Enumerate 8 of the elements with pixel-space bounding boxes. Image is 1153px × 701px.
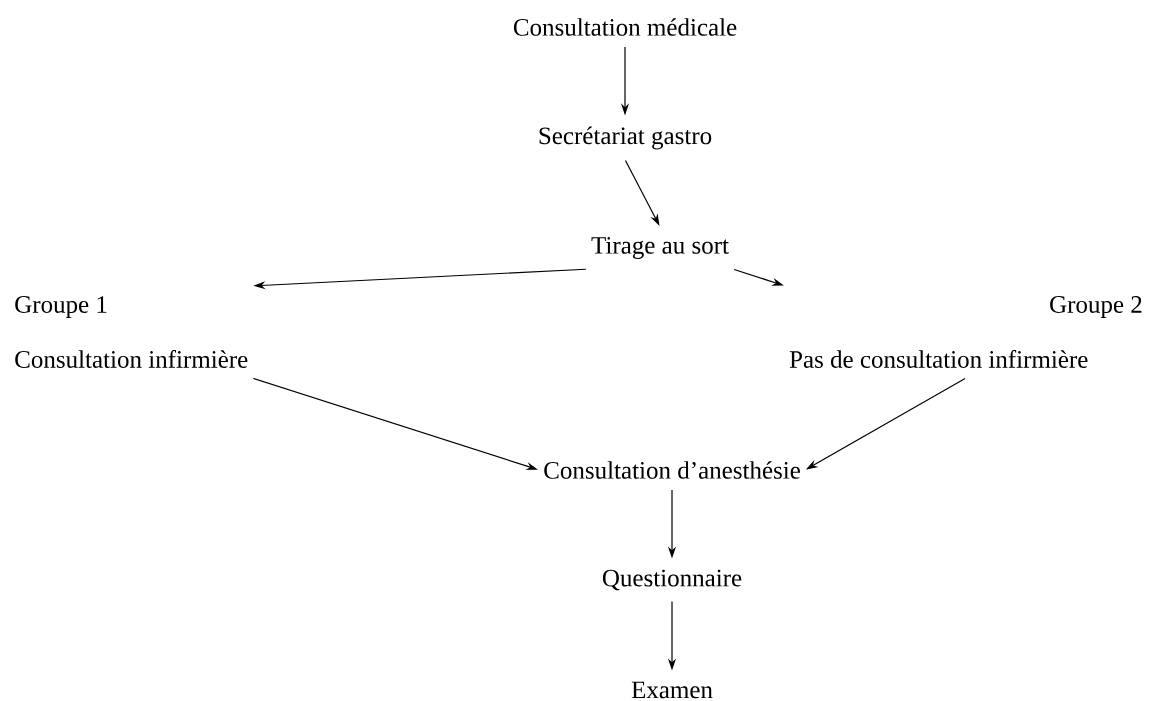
step-text: Questionnaire bbox=[602, 569, 742, 591]
step-text: Secrétariat gastro bbox=[539, 126, 712, 150]
step-text: Consultation médicale bbox=[513, 18, 737, 36]
text-group: Groupe 1 Consultation infirmière bbox=[15, 296, 248, 368]
text-group: Groupe 2 Pas de consultation infirmière bbox=[789, 296, 1142, 368]
step-text: Examen bbox=[631, 681, 713, 699]
step-text: Consultation d’anesthésie bbox=[544, 461, 800, 479]
step-text: Tirage au sort bbox=[591, 237, 729, 259]
